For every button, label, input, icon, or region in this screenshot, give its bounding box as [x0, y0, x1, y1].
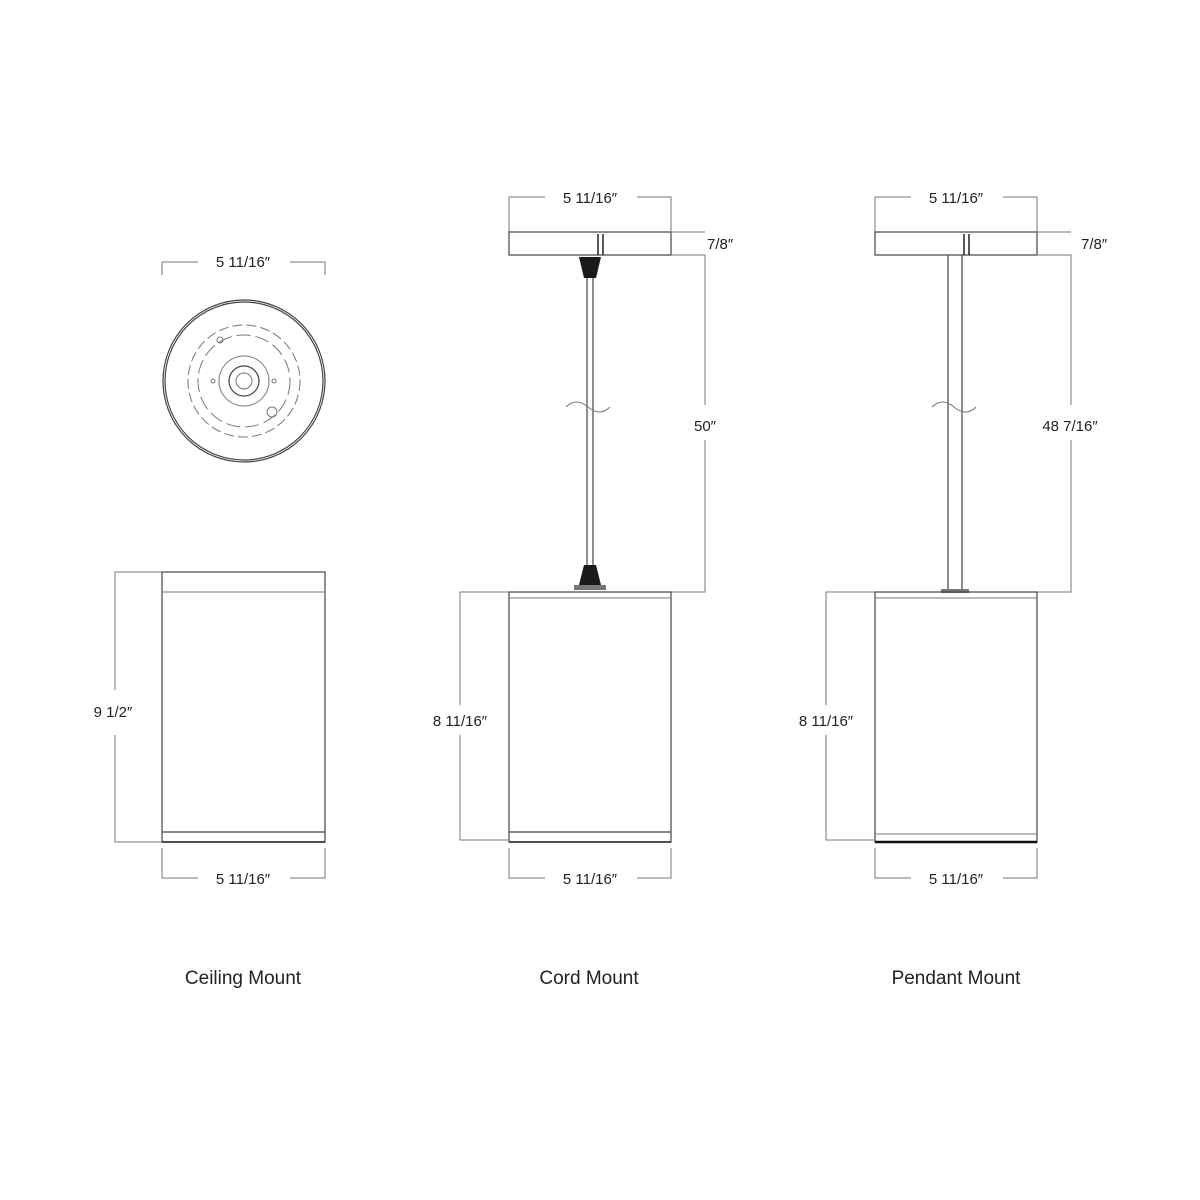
cord-canopy-width-label: 5 11/16″ [563, 190, 618, 207]
cord-shade [508, 591, 672, 843]
pendant-shade [874, 591, 1038, 843]
cord-canopy-height-label: 7/8″ [707, 236, 734, 253]
pendant-canopy-height-label: 7/8″ [1081, 236, 1108, 253]
pendant-mount-caption: Pendant Mount [892, 968, 1022, 989]
cord-mount-caption: Cord Mount [539, 968, 639, 989]
cord [586, 278, 594, 565]
pendant-stem [947, 255, 963, 590]
ceiling-top-view: 5 11/16″ [161, 254, 326, 463]
ceiling-height-label: 9 1/2″ [94, 704, 133, 721]
cord-mount-drawing: 5 11/16″ 7/8″ 50″ 8 11/16″ 5 11/16″ Cord… [433, 190, 734, 989]
ceiling-side-view: 9 1/2″ 5 11/16″ [94, 571, 326, 888]
cord-grip-bottom [579, 565, 601, 585]
ceiling-mount-caption: Ceiling Mount [185, 968, 302, 989]
pendant-stem-length-label: 48 7/16″ [1042, 418, 1098, 435]
pendant-canopy [874, 231, 1038, 256]
pendant-bottom-width-label: 5 11/16″ [929, 871, 984, 888]
ceiling-mount-drawing: 5 11/16″ 9 1/2″ 5 11/16″ Ceiling Mount [94, 254, 326, 989]
ceiling-top-width-label: 5 11/16″ [216, 254, 271, 271]
cord-length-label: 50″ [694, 418, 717, 435]
pendant-body-height-label: 8 11/16″ [799, 713, 854, 730]
cord-body-height-label: 8 11/16″ [433, 713, 488, 730]
cord-grip-top [579, 257, 601, 278]
pendant-mount-drawing: 5 11/16″ 7/8″ 48 7/16″ 8 11/16″ 5 11/16″… [799, 190, 1108, 989]
cord-canopy [508, 231, 672, 256]
ceiling-bottom-width-label: 5 11/16″ [216, 871, 271, 888]
cord-bottom-width-label: 5 11/16″ [563, 871, 618, 888]
pendant-canopy-width-label: 5 11/16″ [929, 190, 984, 207]
